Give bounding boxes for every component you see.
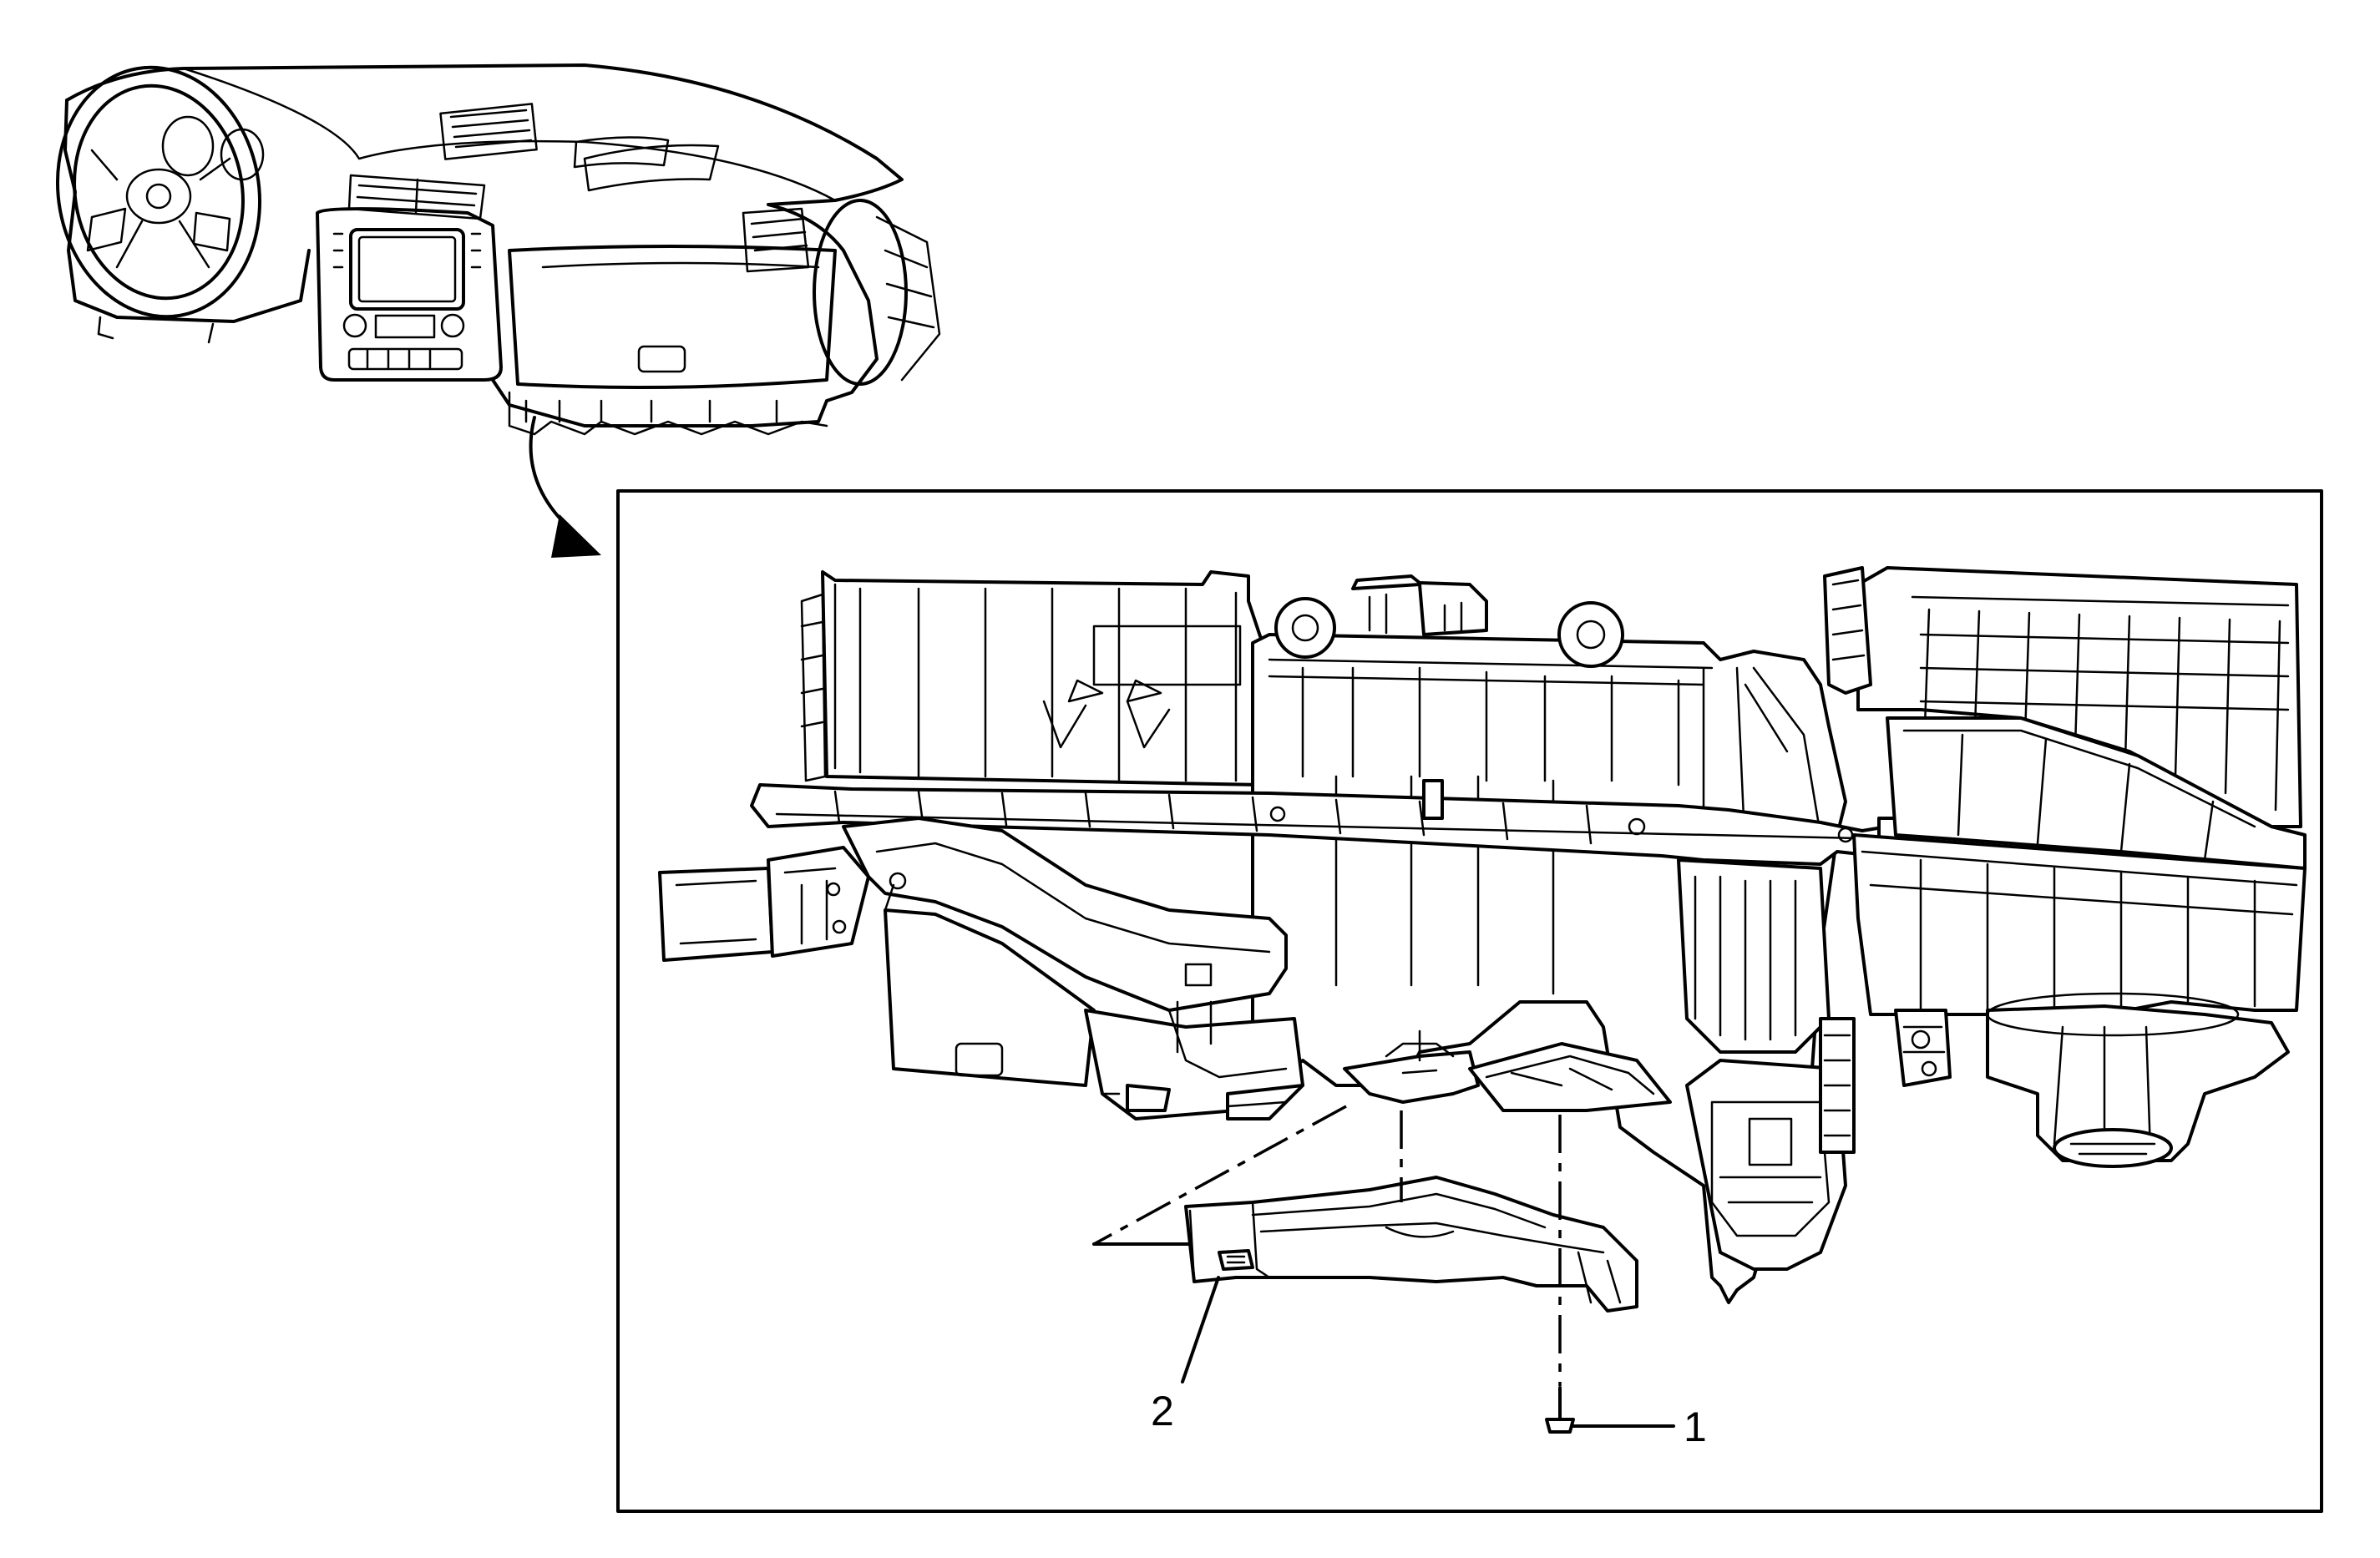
callout-leaders: [1181, 1276, 1675, 1428]
callout-label-2: 2: [1151, 1388, 1174, 1434]
fastener-bolt: [1545, 1386, 1575, 1434]
instrument-panel-overview: [55, 63, 941, 436]
detail-frame: [616, 489, 2323, 1513]
callout-label-1: 1: [1684, 1404, 1707, 1450]
curved-arrow-icon: [529, 416, 601, 558]
alignment-lines: [1092, 1105, 1562, 1386]
floor-air-duct: [1184, 1176, 1638, 1313]
hvac-module-assembly: [658, 566, 2307, 1304]
